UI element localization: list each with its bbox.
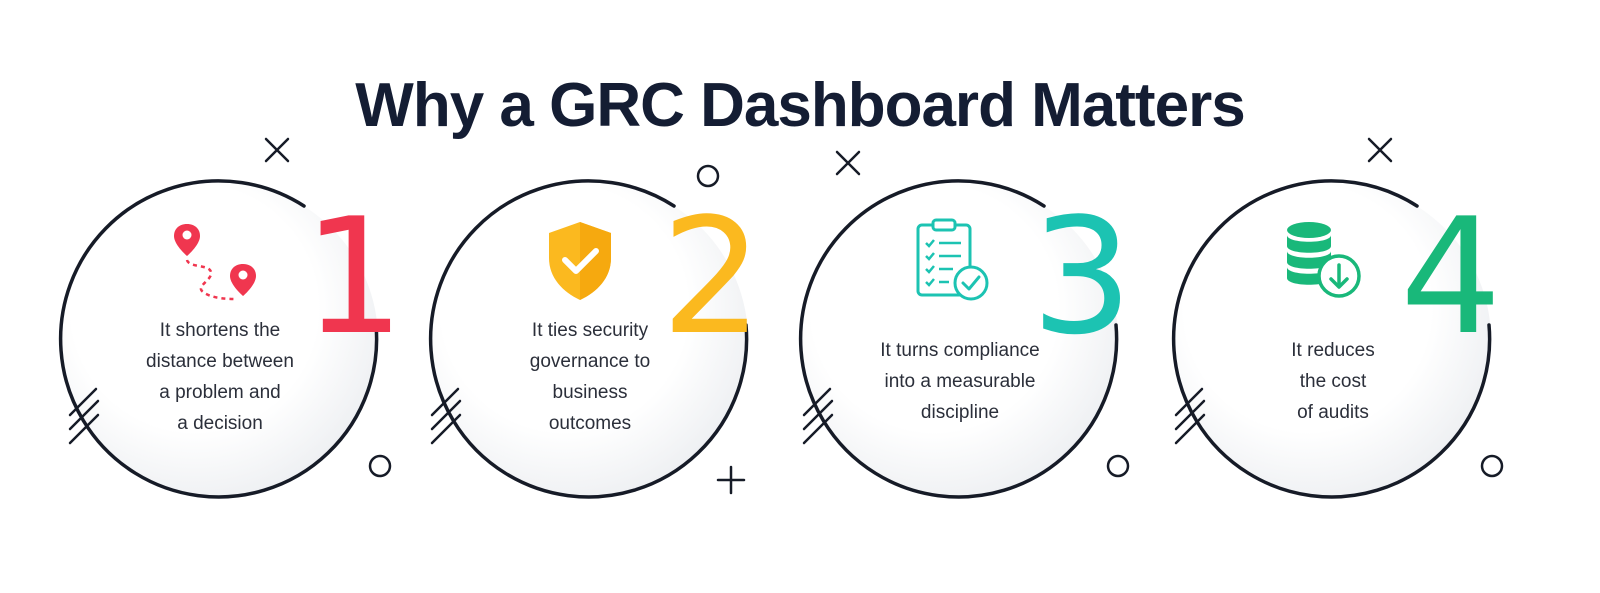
hatch-mark-icon: [1174, 387, 1206, 445]
circle-mark-icon: [1480, 454, 1504, 478]
card-text-line: It reduces: [1291, 340, 1375, 361]
card-text-line: business: [552, 382, 628, 403]
page-title: Why a GRC Dashboard Matters: [355, 70, 1245, 140]
card-1: 1 It shortens the distance between a pro…: [55, 175, 405, 505]
card-text-line: of audits: [1297, 402, 1369, 423]
card-text-line: discipline: [920, 402, 1000, 423]
cross-mark-icon: [264, 137, 290, 163]
card-text-line: It turns compliance: [880, 340, 1040, 361]
database-download-icon: [1287, 222, 1361, 298]
card-number: 4: [1400, 183, 1502, 370]
card-text-line: into a measurable: [884, 371, 1036, 392]
circle-mark-icon: [696, 164, 720, 188]
hatch-mark-icon: [68, 387, 100, 445]
card-text-line: outcomes: [548, 413, 632, 434]
cross-mark-icon: [1367, 137, 1393, 163]
card-text-line: a problem and: [159, 382, 281, 403]
card-2: 2 It ties security governance to busines…: [425, 175, 763, 505]
card-text-line: the cost: [1299, 371, 1367, 392]
card-circle: [798, 179, 1119, 499]
card-circle: [58, 179, 379, 499]
circle-mark-icon: [1106, 454, 1130, 478]
card-text-line: It ties security: [531, 320, 649, 341]
card-text-line: governance to: [529, 351, 651, 372]
shield-check-icon: [549, 222, 611, 300]
cross-mark-icon: [835, 150, 861, 176]
card-text: It reduces the cost of audits: [1218, 335, 1448, 428]
card-number: 3: [1031, 183, 1133, 370]
card-text: It turns compliance into a measurable di…: [845, 335, 1075, 428]
card-4: 4 It reduces the cost of audits: [1168, 175, 1502, 505]
hatch-mark-icon: [430, 387, 462, 445]
card-text-line: a decision: [177, 413, 263, 434]
card-text-line: distance between: [146, 351, 294, 372]
card-3: 3 It turns compliance into a measurable …: [795, 175, 1133, 505]
circle-mark-icon: [368, 454, 392, 478]
card-text: It shortens the distance between a probl…: [105, 315, 335, 439]
plus-mark-icon: [716, 465, 746, 495]
map-route-icon: [174, 224, 256, 301]
card-text: It ties security governance to business …: [475, 315, 705, 439]
card-text-line: It shortens the: [159, 320, 281, 341]
hatch-mark-icon: [802, 387, 834, 445]
card-number: 1: [303, 183, 405, 370]
card-number: 2: [661, 183, 763, 370]
card-circle: [1171, 179, 1492, 499]
clipboard-check-icon: [916, 218, 989, 301]
